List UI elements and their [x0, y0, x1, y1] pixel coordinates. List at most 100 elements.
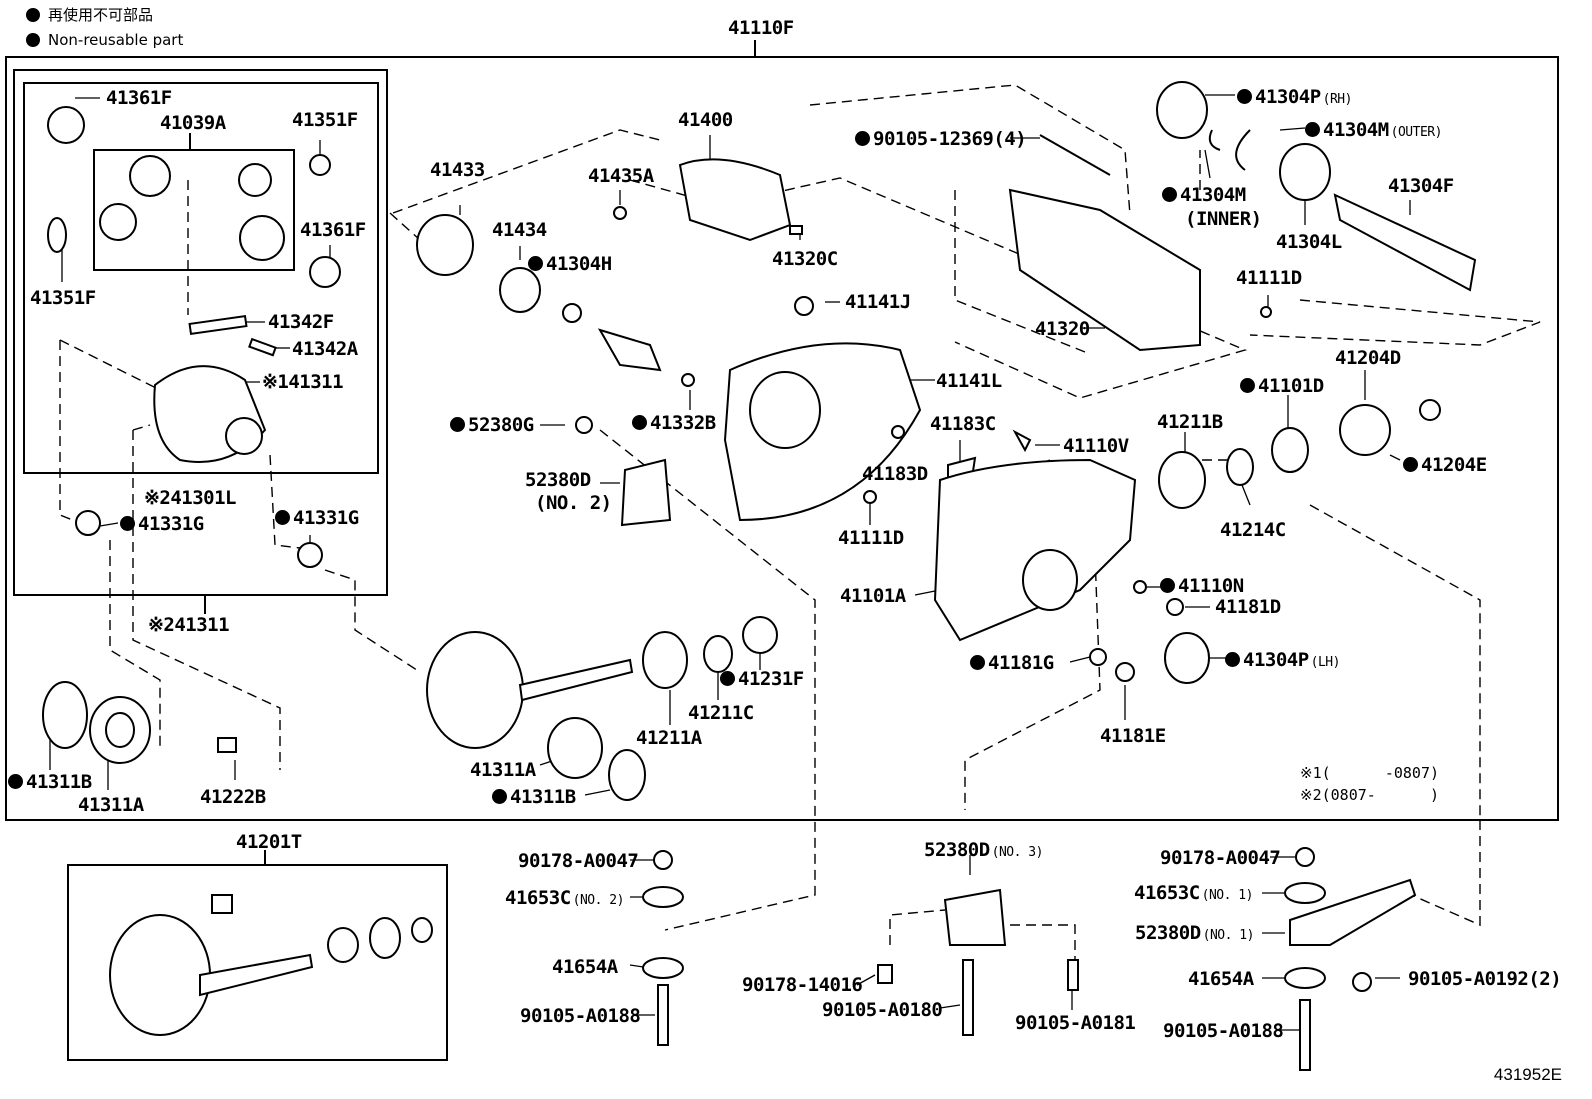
bearing [547, 717, 603, 779]
part-number: 90178-14016 [742, 974, 863, 996]
part-number: 41214C [1220, 519, 1286, 541]
part-number: 52380D [924, 839, 990, 861]
part-label-41311B-b: 41311B [492, 787, 576, 807]
part-number: 41361F [300, 219, 366, 241]
side-gear [129, 155, 171, 197]
part-label-52380D-3: 52380D(NO. 3) [924, 840, 1043, 863]
bolt [962, 959, 974, 1036]
part-qualifier: (NO. 1) [1202, 928, 1255, 943]
part-number: 41320C [772, 248, 838, 270]
part-label-41110N: 41110N [1160, 576, 1244, 596]
part-number: 90105-A0181 [1015, 1012, 1136, 1034]
part-number: 41183C [930, 413, 996, 435]
part-number: 41361F [106, 87, 172, 109]
part-label-41311-m1: ※141311 [262, 371, 344, 393]
drive-pinion [199, 953, 314, 997]
part-label-90105-A0181: 90105-A0181 [1015, 1012, 1136, 1034]
part-number: 41141L [936, 370, 1002, 392]
part-number: 41111D [1236, 267, 1302, 289]
part-label-52380D-1: 52380D(NO. 1) [1135, 923, 1254, 946]
part-number: 41211B [1157, 411, 1223, 433]
ring-gear [426, 631, 524, 749]
non-reusable-marker-icon [1240, 378, 1255, 393]
part-number: 90105-A0188 [520, 1005, 641, 1027]
part-label-41201T: 41201T [236, 832, 302, 852]
part-number: ※141311 [262, 371, 344, 393]
non-reusable-marker-icon [1237, 89, 1252, 104]
part-label-41304M-inner: 41304M [1162, 185, 1246, 205]
part-label-41304L: 41304L [1276, 232, 1342, 252]
part-label-41351F-b: 41351F [30, 288, 96, 308]
washer [47, 217, 67, 253]
part-label-41304P-lh: 41304P(LH) [1225, 650, 1340, 673]
part-label-41400: 41400 [678, 110, 733, 130]
non-reusable-marker-icon [632, 415, 647, 430]
part-number: 90178-A0047 [1160, 847, 1281, 869]
part-number: 41331G [293, 507, 359, 529]
part-qualifier: (NO. 3) [991, 845, 1044, 860]
legend-non-reusable-jp: 再使用不可部品 [26, 6, 153, 24]
non-reusable-marker-icon [1403, 457, 1418, 472]
part-label-41222B: 41222B [200, 787, 266, 807]
nut [742, 616, 778, 654]
part-number: 41204D [1335, 347, 1401, 369]
non-reusable-marker-icon [120, 516, 135, 531]
part-number: (NO. 2) [535, 492, 612, 514]
part-number: 41332B [650, 412, 716, 434]
non-reusable-marker-icon [1225, 652, 1240, 667]
part-label-41183C: 41183C [930, 414, 996, 434]
pin [248, 337, 277, 357]
assembly-frame [5, 56, 1559, 821]
part-label-41331G-a: 41331G [120, 514, 204, 534]
part-label-41351F-a: 41351F [292, 110, 358, 130]
bullet-icon [26, 33, 40, 47]
part-qualifier: (NO. 1) [1201, 888, 1254, 903]
part-number: 41101A [840, 585, 906, 607]
part-label-41361F-b: 41361F [300, 220, 366, 240]
part-number: 41110N [1178, 575, 1244, 597]
side-gear [99, 203, 137, 241]
flange [1339, 404, 1391, 456]
spacer [703, 635, 733, 673]
side-gear [239, 215, 285, 261]
part-label-41110V: 41110V [1063, 436, 1129, 456]
part-number: 41434 [492, 219, 547, 241]
thrust-washer [47, 106, 85, 144]
part-label-41320C: 41320C [772, 249, 838, 269]
part-number: 41320 [1035, 318, 1090, 340]
part-label-41311A-a: 41311A [78, 795, 144, 815]
carrier-cover [723, 342, 922, 522]
part-label-41653C-1: 41653C(NO. 1) [1134, 883, 1253, 906]
part-label-90105-A0188-b: 90105-A0188 [1163, 1021, 1284, 1041]
part-label-41434: 41434 [492, 220, 547, 240]
part-number: (INNER) [1185, 208, 1262, 230]
legend-text-jp: 再使用不可部品 [48, 6, 154, 24]
note-2: ※2(0807- ) [1300, 786, 1439, 804]
pinion-gear-box [93, 149, 295, 271]
bolt [217, 737, 237, 753]
part-number: 41204E [1421, 454, 1487, 476]
transfer-assembly [678, 158, 792, 242]
note-1: ※1( -0807) [1300, 764, 1439, 782]
part-label-90105-12369: 90105-12369(4) [855, 128, 1027, 150]
part-label-41141J: 41141J [845, 292, 911, 312]
ring-gear [109, 914, 211, 1036]
part-number: 41311B [510, 786, 576, 808]
part-label-41332B: 41332B [632, 413, 716, 433]
part-label-41141L: 41141L [936, 371, 1002, 391]
part-number: 41211C [688, 702, 754, 724]
diagram-code: 431952E [1493, 1065, 1562, 1084]
part-number: 41101D [1258, 375, 1324, 397]
part-label-41311B-a: 41311B [8, 772, 92, 792]
part-number: 41304H [546, 253, 612, 275]
oil-seal [42, 681, 88, 749]
part-number: ※241311 [148, 614, 230, 636]
part-label-41304M-inner-q: (INNER) [1185, 209, 1262, 229]
part-number: 41435A [588, 165, 654, 187]
part-label-41101A: 41101A [840, 586, 906, 606]
part-number: 41201T [236, 831, 302, 853]
part-number: 41654A [1188, 968, 1254, 990]
part-number: 41141J [845, 291, 911, 313]
part-number: 90105-12369(4) [873, 128, 1027, 150]
non-reusable-marker-icon [528, 256, 543, 271]
